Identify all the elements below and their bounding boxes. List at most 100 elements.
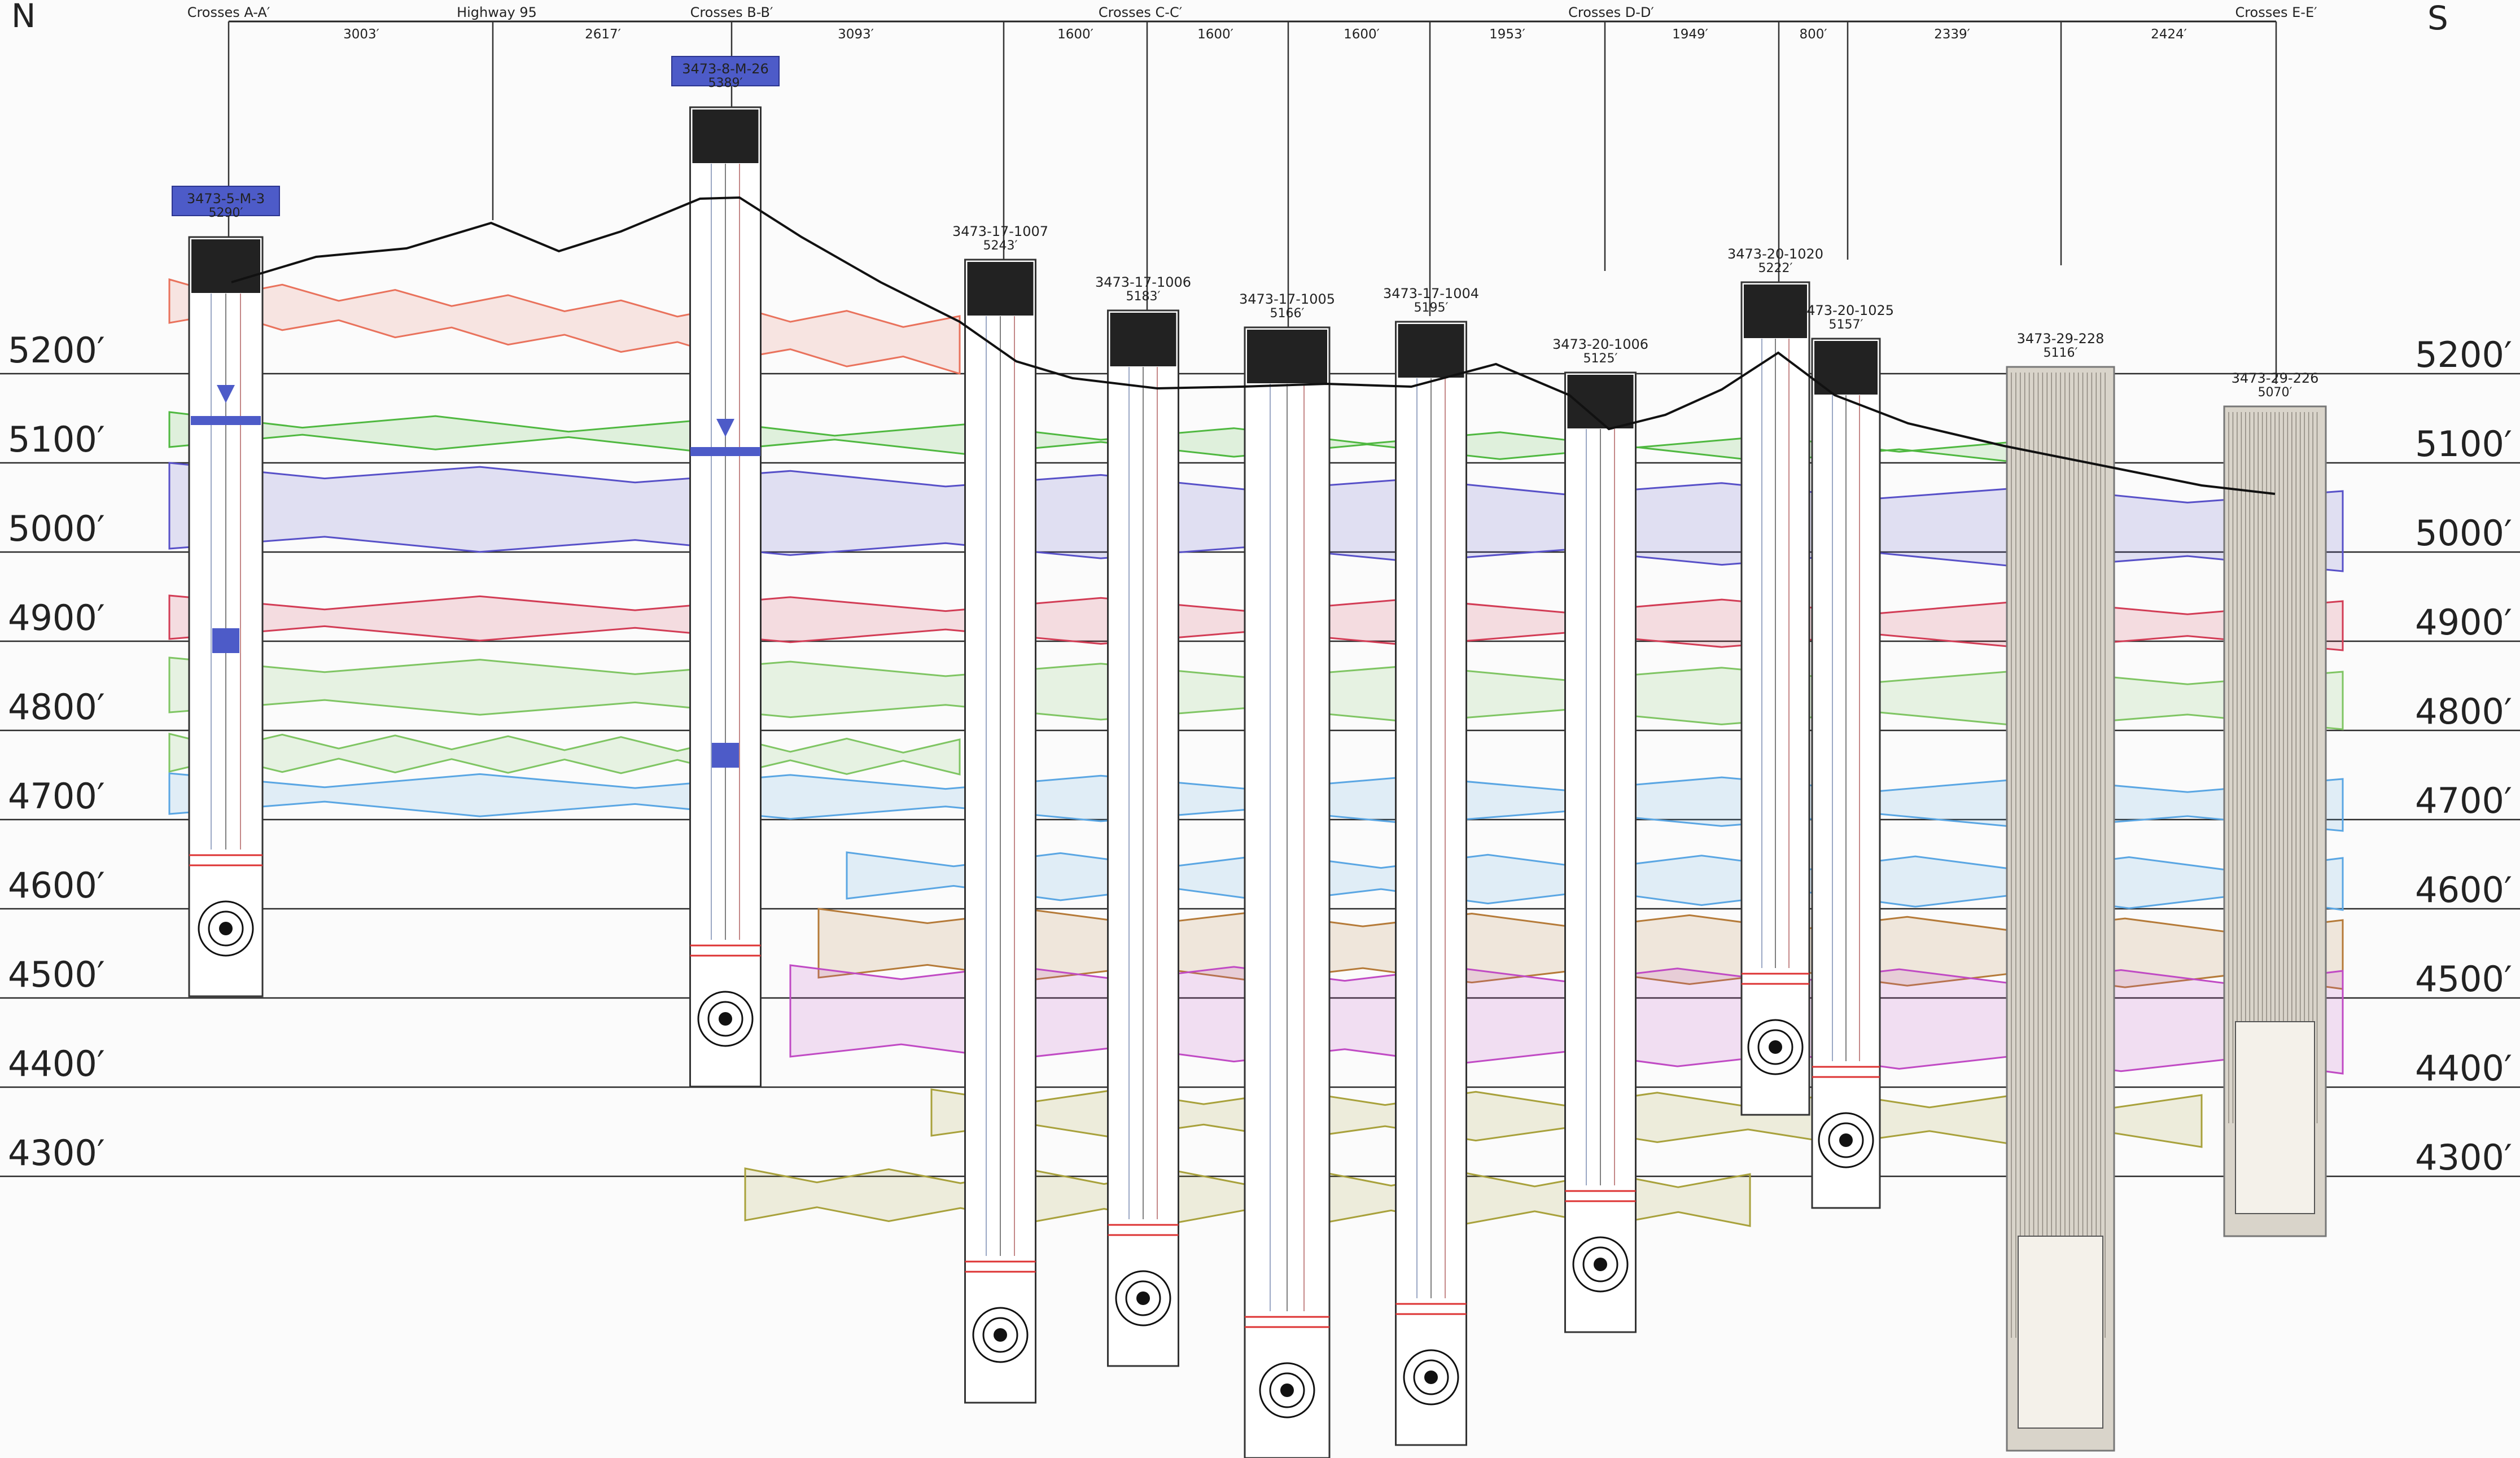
header-label: Highway 95 xyxy=(457,5,537,20)
polar-diagram-core xyxy=(1769,1040,1782,1054)
elevation-label-left: 5200′ xyxy=(8,330,105,371)
elevation-label-right: 4900′ xyxy=(2415,602,2512,643)
spacing-label: 2424′ xyxy=(2151,27,2187,42)
elevation-label-right: 4600′ xyxy=(2415,869,2512,910)
polar-diagram-ring xyxy=(982,1317,1018,1353)
spacing-label: 1949′ xyxy=(1672,27,1708,42)
elevation-label-right: 5000′ xyxy=(2415,513,2512,554)
log-header-block xyxy=(1744,284,1807,338)
log-header-block xyxy=(1398,324,1464,378)
polar-diagram-ring xyxy=(1125,1280,1161,1316)
well-elevation: 5116′ xyxy=(2044,346,2078,360)
polar-diagram-core xyxy=(719,1012,732,1026)
well-name: 3473-17-1006 xyxy=(1095,274,1191,290)
elevation-label-left: 4700′ xyxy=(8,776,105,817)
well-elevation: 5290′ xyxy=(209,206,243,220)
well-name-box xyxy=(172,186,280,216)
well-name: 3473-29-228 xyxy=(2017,331,2105,347)
elevation-label-left: 4600′ xyxy=(8,865,105,906)
spacing-label: 2617′ xyxy=(585,27,621,42)
well-name: 3473-20-1020 xyxy=(1727,246,1823,262)
well-name: 3473-5-M-3 xyxy=(187,191,265,207)
header-label: Crosses C-C′ xyxy=(1099,5,1182,20)
scanned-log-header-card xyxy=(2235,1021,2315,1214)
elevation-label-left: 4500′ xyxy=(8,954,105,995)
screen-interval-marker xyxy=(690,447,760,456)
elevation-label-right: 5100′ xyxy=(2415,423,2512,465)
spacing-label: 1600′ xyxy=(1057,27,1093,42)
log-header-block xyxy=(191,239,260,293)
elevation-label-right: 4700′ xyxy=(2415,780,2512,821)
elevation-label-right: 5200′ xyxy=(2415,334,2512,375)
polar-diagram-ring xyxy=(1269,1372,1305,1408)
elevation-label-left: 4900′ xyxy=(8,597,105,638)
water-level-marker xyxy=(716,419,734,437)
well-elevation: 5389′ xyxy=(708,76,743,90)
header-label: Crosses A-A′ xyxy=(187,5,270,20)
log-header-block xyxy=(692,110,759,163)
aquifer-marker xyxy=(712,743,739,768)
polar-diagram-ring xyxy=(208,910,244,947)
polar-diagram-core xyxy=(1839,1133,1853,1147)
screen-interval-marker xyxy=(191,416,261,425)
polar-diagram-ring xyxy=(1757,1029,1793,1065)
log-header-block xyxy=(1110,313,1176,366)
spacing-label: 3093′ xyxy=(838,27,874,42)
polar-diagram-core xyxy=(219,922,233,935)
elevation-label-left: 5100′ xyxy=(8,419,105,460)
well-elevation: 5166′ xyxy=(1270,307,1305,321)
spacing-label: 1600′ xyxy=(1197,27,1233,42)
well-name: 3473-20-1006 xyxy=(1552,336,1648,352)
header-line-group: Crosses A-A′ Highway 95 Crosses B-B′ Crosse… xyxy=(187,5,2317,384)
well-name: 3473-8-M-26 xyxy=(682,61,769,77)
well-elevation: 5243′ xyxy=(983,239,1018,253)
well-name: 3473-29-226 xyxy=(2232,370,2319,386)
header-label: Crosses B-B′ xyxy=(690,5,773,20)
header-label: Crosses D-D′ xyxy=(1568,5,1654,20)
water-level-marker xyxy=(217,385,235,403)
log-header-block xyxy=(1814,341,1878,395)
elevation-label-left: 4400′ xyxy=(8,1043,105,1084)
polar-diagram-ring xyxy=(1828,1122,1864,1158)
well-elevation: 5125′ xyxy=(1583,352,1618,366)
spacing-label: 1600′ xyxy=(1344,27,1380,42)
polar-diagram-core xyxy=(1594,1258,1607,1271)
polar-diagram-core xyxy=(1424,1371,1438,1384)
elevation-label-left: 4800′ xyxy=(8,686,105,728)
correlation-band xyxy=(168,278,961,375)
ground-surface-profile xyxy=(231,196,2276,495)
spacing-label: 1953′ xyxy=(1489,27,1525,42)
spacing-label: 2339′ xyxy=(1934,27,1970,42)
scanned-log-header-card xyxy=(2018,1236,2103,1429)
well-elevation: 5183′ xyxy=(1126,290,1161,304)
header-label: Crosses E-E′ xyxy=(2235,5,2317,20)
elevation-label-right: 4500′ xyxy=(2415,958,2512,1000)
elevation-label-right: 4300′ xyxy=(2415,1137,2512,1178)
well-elevation: 5195′ xyxy=(1414,301,1449,315)
spacing-label: 800′ xyxy=(1799,27,1827,42)
log-header-block xyxy=(967,262,1034,316)
elevation-label-right: 4400′ xyxy=(2415,1048,2512,1089)
polar-diagram-ring xyxy=(1582,1246,1618,1282)
well-name: 3473-17-1005 xyxy=(1239,291,1335,307)
aquifer-marker xyxy=(212,628,239,653)
log-header-block xyxy=(1247,330,1327,383)
south-label: S xyxy=(2427,0,2448,37)
well-name: 3473-17-1007 xyxy=(952,224,1048,239)
well-elevation: 5222′ xyxy=(1758,261,1793,275)
well-name: 3473-17-1004 xyxy=(1383,286,1479,301)
north-label: N xyxy=(11,0,36,35)
elevation-label-right: 4800′ xyxy=(2415,691,2512,732)
